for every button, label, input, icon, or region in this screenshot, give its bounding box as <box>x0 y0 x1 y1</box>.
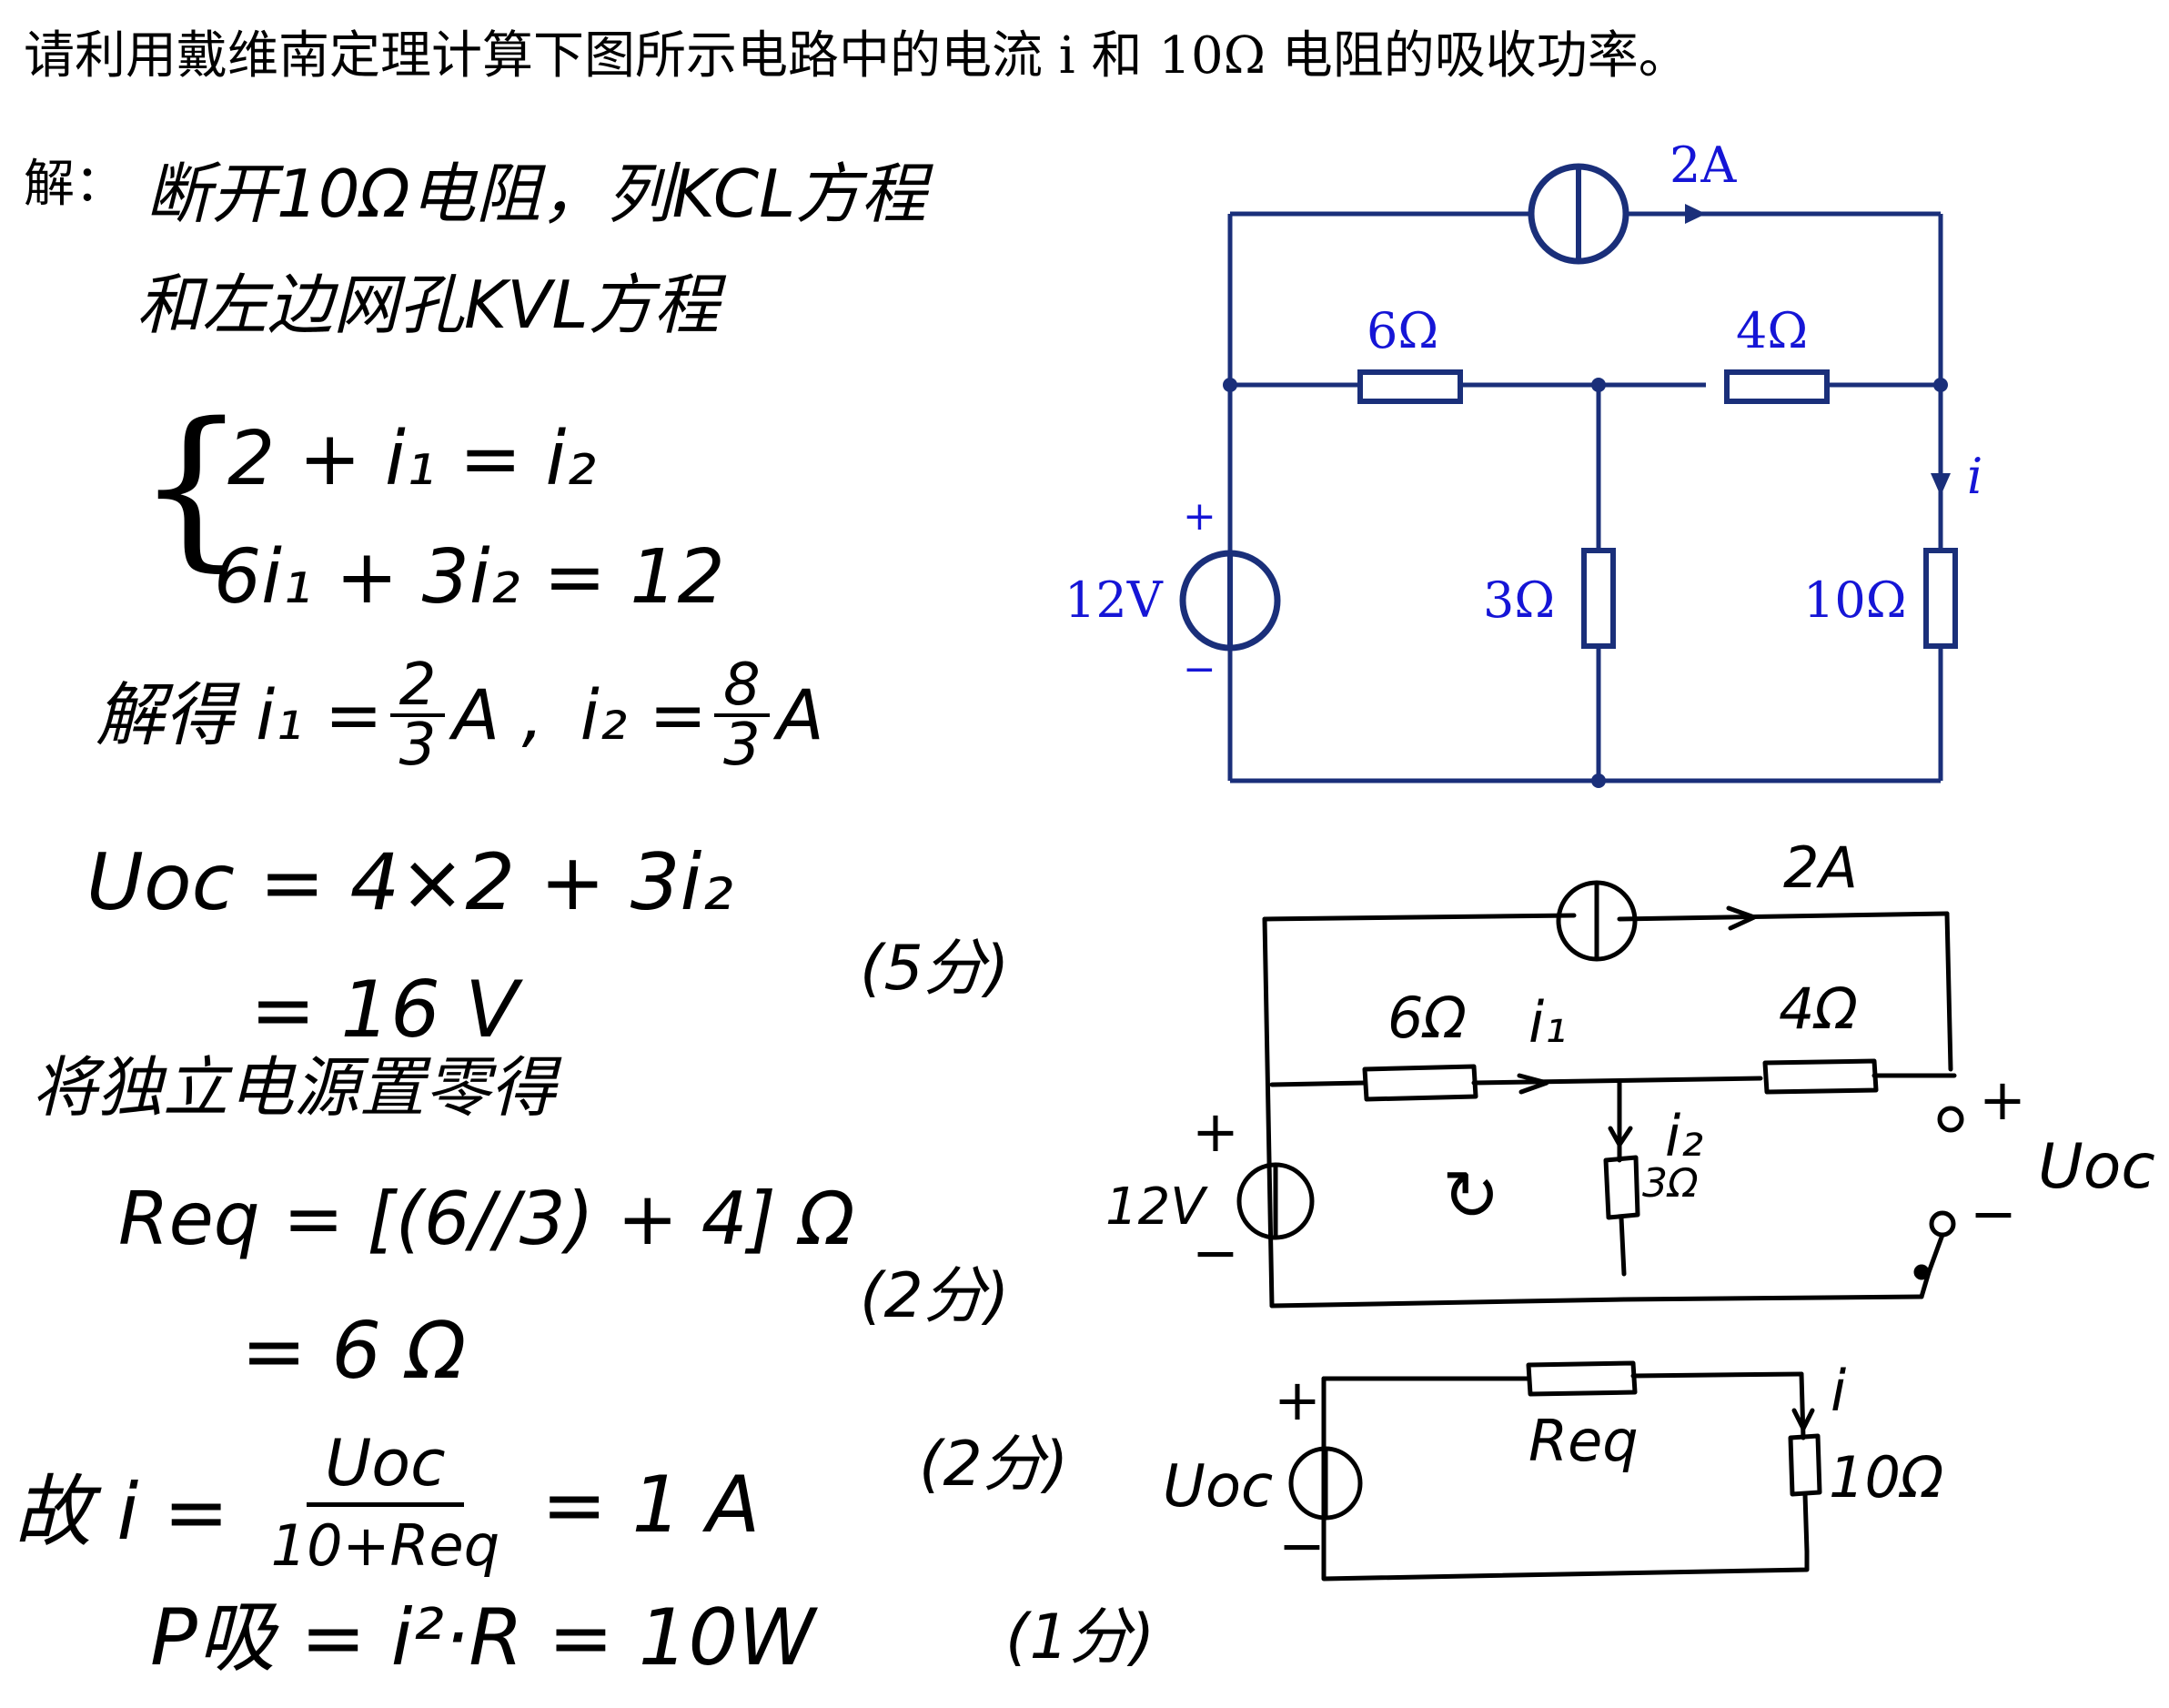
current-solution: 解得 i₁ = 2 3 A , i₂ = 8 3 A <box>96 656 824 779</box>
resistor-10ohm <box>1923 548 1958 649</box>
sketch1-label-i2: i₂ <box>1665 1103 1703 1169</box>
label-plus: + <box>1183 493 1216 540</box>
sketch1-label-4ohm: 4Ω <box>1779 975 1858 1042</box>
sketch2-label-plus: + <box>1274 1367 1321 1433</box>
circuit-sketch-thevenin: Req 10Ω i Uoc + − <box>1163 1358 1943 1582</box>
i1-denominator: 3 <box>398 712 437 779</box>
i1-fraction: 2 3 <box>389 656 446 779</box>
circuit-diagram-main: 2A 6Ω 4Ω 3Ω 10Ω 12V + − i <box>1064 136 1982 788</box>
label-2a: 2A <box>1670 136 1737 194</box>
sketch1-label-i1: i₁ <box>1528 989 1567 1056</box>
label-current-i: i <box>1967 448 1982 505</box>
sketch1-label-6ohm: 6Ω <box>1387 985 1467 1051</box>
voltage-source-12v <box>1179 550 1281 652</box>
sketch1-terminal-minus: − <box>1970 1180 2017 1247</box>
i2-unit: A <box>776 674 824 755</box>
equation-kvl: 6i₁ + 3i₂ = 12 <box>214 534 725 621</box>
uoc-expression: Uoc = 4×2 + 3i₂ <box>86 837 733 928</box>
circuit-sketch-open: 2A 6Ω 4Ω 3Ω i₁ i₂ 12V + − ↻ + − Uoc <box>1105 837 2155 1309</box>
result-prefix: 解得 i₁ = <box>96 674 383 755</box>
sketch2-label-i: i <box>1831 1358 1846 1424</box>
power-calculation: P吸 = i²·R = 10W <box>150 1592 816 1683</box>
sketch2-label-uoc: Uoc <box>1163 1453 1273 1521</box>
sketch1-terminal-plus: + <box>1979 1066 2026 1133</box>
i2-numerator: 8 <box>714 656 770 717</box>
sketch1-label-12v: 12V <box>1105 1177 1208 1237</box>
i-denominator: 10+Req <box>270 1512 500 1579</box>
score-req: (2分) <box>860 1260 1010 1332</box>
i2-fraction: 8 3 <box>714 656 770 779</box>
i1-unit: A , <box>452 674 544 755</box>
resistor-3ohm <box>1581 548 1616 649</box>
sketch2-label-req: Req <box>1528 1408 1639 1474</box>
label-3ohm: 3Ω <box>1483 571 1555 629</box>
label-10ohm: 10Ω <box>1803 571 1906 629</box>
sketch1-label-2a: 2A <box>1783 837 1858 901</box>
resistor-6ohm <box>1357 369 1463 404</box>
i-calculation: 故 i = Uoc 10+Req = 1 A <box>14 1424 760 1585</box>
i-fraction: Uoc 10+Req <box>253 1424 518 1585</box>
equation-kcl: 2 + i₁ = i₂ <box>227 416 597 502</box>
i-prefix: 故 i = <box>14 1467 229 1558</box>
current-source-2a <box>1528 163 1706 265</box>
label-4ohm: 4Ω <box>1736 302 1808 359</box>
score-i: (2分) <box>919 1429 1069 1501</box>
equation-brace: { <box>136 386 247 587</box>
step1-line1: 断开10Ω电阻，列KCL方程 <box>146 156 927 232</box>
question-text: 请利用戴维南定理计算下图所示电路中的电流 i 和 10Ω 电阻的吸收功率。 <box>24 26 1690 86</box>
score-uoc: (5分) <box>860 933 1010 1005</box>
sketch2-label-minus: − <box>1278 1512 1326 1579</box>
step2-line: 将独立电源置零得 <box>32 1049 557 1126</box>
current-i-arrow <box>1931 473 1951 496</box>
score-power: (1分) <box>1005 1602 1155 1673</box>
req-expression: Req = [(6//3) + 4] Ω <box>118 1177 855 1261</box>
sketch1-label-uoc: Uoc <box>2038 1131 2155 1203</box>
label-6ohm: 6Ω <box>1367 302 1438 359</box>
step1-line2: 和左边网孔KVL方程 <box>136 267 720 343</box>
uoc-value: = 16 V <box>250 965 519 1056</box>
sketch2-label-10ohm: 10Ω <box>1829 1444 1943 1511</box>
i-numerator: Uoc <box>307 1424 464 1507</box>
sketch1-label-minus: − <box>1192 1219 1239 1286</box>
sketch1-label-3ohm: 3Ω <box>1642 1160 1699 1207</box>
sketch1-label-plus: + <box>1192 1098 1239 1165</box>
resistor-4ohm <box>1724 369 1830 404</box>
req-value: = 6 Ω <box>241 1306 467 1397</box>
i-value: = 1 A <box>541 1459 761 1551</box>
solution-label: 解： <box>24 155 126 214</box>
sketch1-loop-arrow: ↻ <box>1442 1155 1500 1236</box>
i2-denominator: 3 <box>723 712 761 779</box>
i1-numerator: 2 <box>389 656 446 717</box>
label-minus: − <box>1183 646 1216 692</box>
i2-prefix: i₂ = <box>580 674 708 755</box>
label-12v: 12V <box>1064 571 1164 629</box>
